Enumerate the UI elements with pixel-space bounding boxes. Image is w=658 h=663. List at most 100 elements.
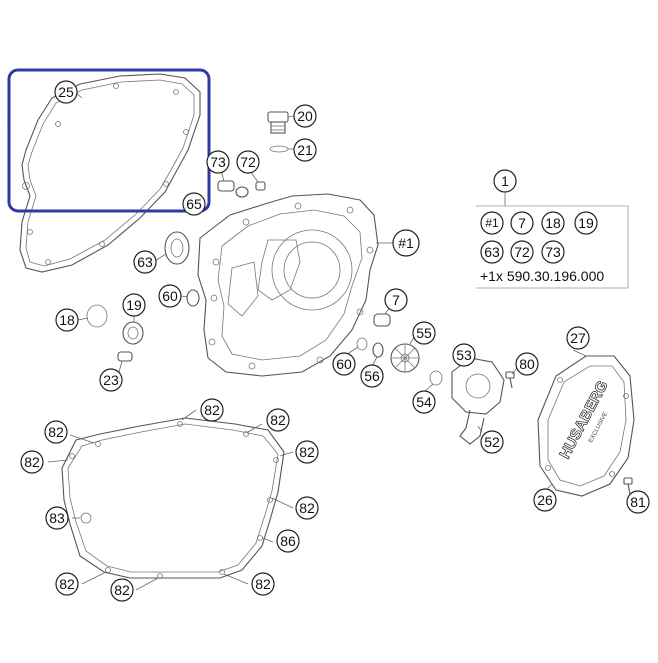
oil-filler-plug[interactable] bbox=[267, 111, 289, 134]
callout-83[interactable]: 83 bbox=[45, 506, 69, 530]
svg-text:63: 63 bbox=[137, 254, 153, 270]
callout-kit-1[interactable]: 1 bbox=[493, 169, 517, 193]
callout-73-top[interactable]: 73 bbox=[206, 150, 230, 174]
callout-18[interactable]: 18 bbox=[55, 308, 79, 332]
svg-text:60: 60 bbox=[162, 288, 178, 304]
water-pump-cover[interactable] bbox=[451, 357, 505, 445]
shaft-seal[interactable] bbox=[122, 321, 144, 345]
dowel-sleeve[interactable] bbox=[217, 180, 249, 198]
svg-text:82: 82 bbox=[59, 576, 75, 592]
callout-21[interactable]: 21 bbox=[293, 138, 317, 162]
callout-82-d[interactable]: 82 bbox=[295, 496, 319, 520]
svg-text:19: 19 bbox=[578, 215, 594, 231]
o-ring[interactable] bbox=[269, 145, 289, 153]
svg-text:82: 82 bbox=[204, 402, 220, 418]
leader-lines bbox=[47, 92, 631, 591]
callout-53[interactable]: 53 bbox=[452, 343, 476, 367]
svg-text:18: 18 bbox=[59, 312, 75, 328]
callout-7[interactable]: 7 bbox=[384, 288, 408, 312]
callout-54[interactable]: 54 bbox=[412, 390, 436, 414]
callout-86[interactable]: 86 bbox=[276, 529, 300, 553]
callout-72-top[interactable]: 72 bbox=[236, 150, 260, 174]
svg-text:#1: #1 bbox=[485, 216, 499, 230]
kit-item-7[interactable]: 7 bbox=[510, 211, 534, 235]
svg-text:65: 65 bbox=[186, 196, 202, 212]
kit-bracket bbox=[476, 205, 629, 289]
clutch-cover[interactable] bbox=[197, 193, 379, 377]
callout-27[interactable]: 27 bbox=[566, 326, 590, 350]
callout-55[interactable]: 55 bbox=[412, 321, 436, 345]
callout-82-i[interactable]: 82 bbox=[44, 420, 68, 444]
svg-text:86: 86 bbox=[280, 533, 296, 549]
ignition-cover[interactable]: HUSABERG EXCLUSIVE bbox=[537, 355, 635, 497]
kit-item-63[interactable]: 63 bbox=[480, 240, 504, 264]
svg-text:63: 63 bbox=[484, 244, 500, 260]
callout-56[interactable]: 56 bbox=[360, 364, 384, 388]
svg-text:82: 82 bbox=[48, 424, 64, 440]
svg-text:83: 83 bbox=[49, 510, 65, 526]
svg-text:18: 18 bbox=[545, 215, 561, 231]
callout-82-g[interactable]: 82 bbox=[55, 572, 79, 596]
kit-item-19[interactable]: 19 bbox=[574, 211, 598, 235]
callout-25[interactable]: 25 bbox=[54, 80, 78, 104]
washer-2[interactable] bbox=[356, 337, 368, 351]
callout-82-b[interactable]: 82 bbox=[266, 408, 290, 432]
kit-item-18[interactable]: 18 bbox=[541, 211, 565, 235]
svg-text:26: 26 bbox=[537, 492, 553, 508]
callout-23[interactable]: 23 bbox=[99, 368, 123, 392]
callout-52[interactable]: 52 bbox=[480, 430, 504, 454]
svg-text:25: 25 bbox=[58, 84, 74, 100]
svg-text:73: 73 bbox=[210, 154, 226, 170]
callout-82-f[interactable]: 82 bbox=[110, 578, 134, 602]
svg-text:53: 53 bbox=[456, 347, 472, 363]
callout-82-a[interactable]: 82 bbox=[200, 398, 224, 422]
washer[interactable] bbox=[186, 289, 200, 307]
callout-20[interactable]: 20 bbox=[293, 104, 317, 128]
callout-80[interactable]: 80 bbox=[515, 352, 539, 376]
callout-82-c[interactable]: 82 bbox=[295, 440, 319, 464]
callout-63[interactable]: 63 bbox=[133, 250, 157, 274]
svg-text:20: 20 bbox=[297, 108, 313, 124]
sleeve[interactable] bbox=[373, 313, 391, 327]
kit-item-72[interactable]: 72 bbox=[510, 240, 534, 264]
svg-text:82: 82 bbox=[270, 412, 286, 428]
callout-60-left[interactable]: 60 bbox=[158, 284, 182, 308]
seal-ring[interactable] bbox=[372, 342, 384, 358]
svg-text:27: 27 bbox=[570, 330, 586, 346]
callout-26[interactable]: 26 bbox=[533, 488, 557, 512]
callout-65[interactable]: 65 bbox=[182, 192, 206, 216]
svg-text:82: 82 bbox=[255, 576, 271, 592]
callout-19[interactable]: 19 bbox=[122, 293, 146, 317]
cover-bolt[interactable] bbox=[623, 477, 633, 495]
callout-82-e[interactable]: 82 bbox=[251, 572, 275, 596]
highlight-box bbox=[7, 68, 211, 213]
svg-text:1: 1 bbox=[501, 173, 509, 189]
bushing[interactable] bbox=[255, 181, 266, 191]
svg-text:23: 23 bbox=[103, 372, 119, 388]
svg-text:73: 73 bbox=[545, 244, 561, 260]
svg-text:60: 60 bbox=[336, 356, 352, 372]
kit-item-1[interactable]: #1 bbox=[480, 211, 504, 235]
circlip[interactable] bbox=[86, 304, 108, 328]
ignition-cover-gasket[interactable] bbox=[61, 417, 285, 579]
water-pump-impeller[interactable] bbox=[390, 343, 420, 373]
pump-bolt[interactable] bbox=[505, 371, 515, 389]
bearing[interactable] bbox=[164, 231, 190, 265]
svg-text:80: 80 bbox=[519, 356, 535, 372]
dowel-pin[interactable] bbox=[117, 351, 133, 362]
svg-text:52: 52 bbox=[484, 434, 500, 450]
svg-text:21: 21 bbox=[297, 142, 313, 158]
clutch-cover-gasket[interactable] bbox=[19, 73, 201, 273]
callout-1-cover[interactable]: #1 bbox=[392, 229, 420, 257]
svg-text:82: 82 bbox=[114, 582, 130, 598]
callout-81[interactable]: 81 bbox=[626, 490, 650, 514]
svg-text:72: 72 bbox=[514, 244, 530, 260]
kit-item-73[interactable]: 73 bbox=[541, 240, 565, 264]
pump-o-ring[interactable] bbox=[429, 370, 443, 386]
kit-panel: 1 #1 7 18 19 63 72 73 +1x 590.30.196.000 bbox=[476, 169, 629, 289]
callout-60-right[interactable]: 60 bbox=[332, 352, 356, 376]
svg-text:82: 82 bbox=[299, 444, 315, 460]
callout-82-h[interactable]: 82 bbox=[20, 450, 44, 474]
